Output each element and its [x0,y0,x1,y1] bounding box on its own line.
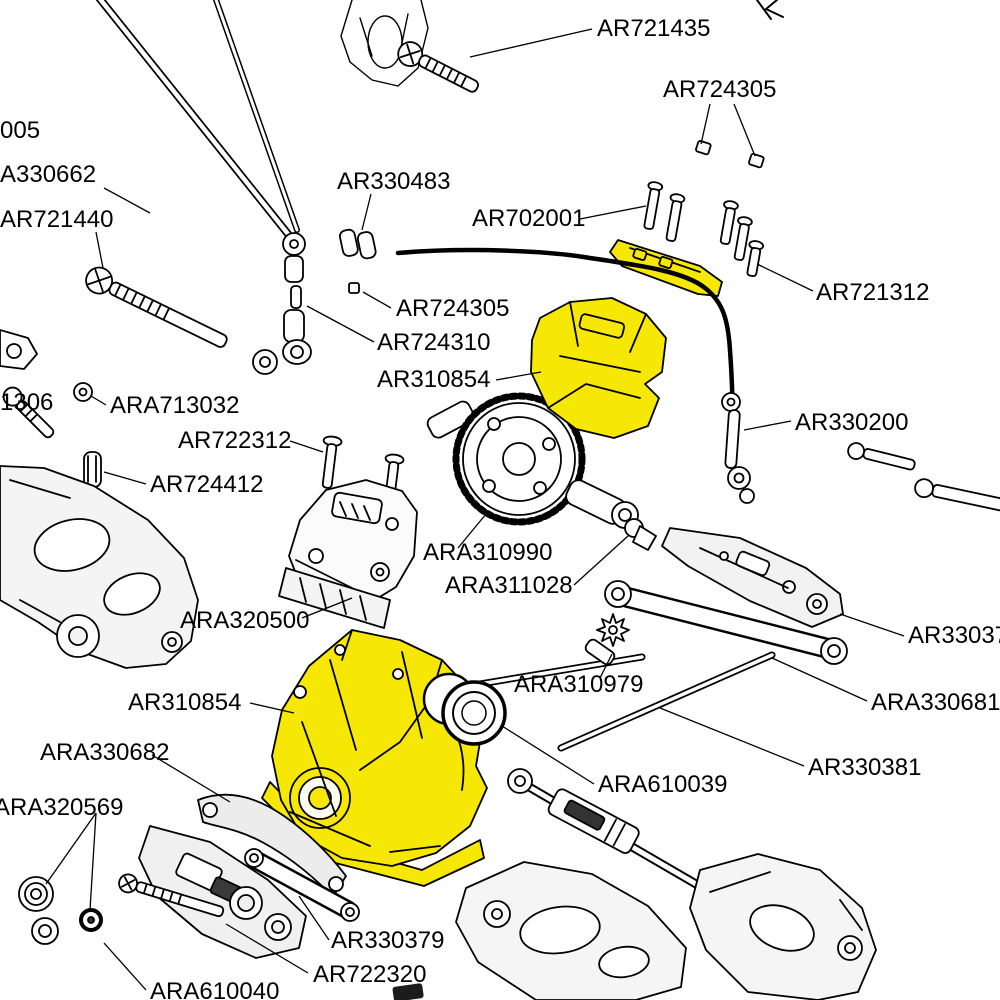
rod-end-stack-drawing [252,232,312,375]
part-label-ar33037-partial: AR33037 [908,622,1000,649]
part-label-ar721312: AR721312 [816,279,929,306]
part-label-ar310854-top: AR310854 [377,366,490,393]
suspension-arm-right-drawing [455,853,877,1000]
part-label-ara320569: ARA320569 [0,794,123,821]
suspension-arm-left-drawing [0,465,199,669]
outdrive-clip-drawing [624,518,657,551]
screw-ar721435-drawing [397,41,479,93]
part-label-a330662-partial: A330662 [0,161,96,188]
chassis-brace-drawing [197,793,347,898]
part-label-ar330200: AR330200 [795,409,908,436]
part-label-ara310990: ARA310990 [423,539,552,566]
screws-right-edge-drawing [847,442,1000,512]
part-label-1306-partial: 1306 [0,389,53,416]
leader-lines [45,28,905,991]
pinion-gear-drawing [584,613,630,666]
part-label-ar702001: AR702001 [472,205,585,232]
roll-bar-link-drawing [721,392,755,504]
part-label-005-partial: 005 [0,117,40,144]
anti-roll-bar-drawing [395,247,735,468]
screw-ar721440-drawing [85,266,228,348]
part-label-ar721435: AR721435 [597,15,710,42]
part-partial-top-right-drawing [756,0,784,20]
part-label-ara310979: ARA310979 [514,671,643,698]
part-label-ar721440: AR721440 [0,206,113,233]
shock-bushings-drawing [18,876,103,945]
chassis-part-partial-drawing [340,0,429,87]
warning-mark [392,983,424,1000]
part-label-ara610039: ARA610039 [598,771,727,798]
camber-link-drawing [604,580,848,665]
part-label-ara320500: ARA320500 [180,607,309,634]
differential-drawing [426,392,639,529]
part-label-ara311028: ARA311028 [445,572,573,599]
part-label-ara713032: ARA713032 [110,392,239,419]
nuts-ar724305-drawing [695,140,765,169]
left-hardware-drawing [0,329,102,488]
part-label-ar330381: AR330381 [808,754,921,781]
hinge-brace-drawing [547,788,640,854]
part-label-ar724412: AR724412 [150,471,263,498]
screws-ar702001-drawing [643,181,765,278]
part-label-ara330682: ARA330682 [40,739,169,766]
part-label-ar330483: AR330483 [337,168,450,195]
part-label-ar724310: AR724310 [377,329,490,356]
arm-mount-drawing [138,825,307,959]
steering-plate-drawing [661,527,844,628]
part-labels: AR721435 AR724305 005 A330662 AR721440 A… [0,15,1000,1000]
part-label-ar722312: AR722312 [178,427,291,454]
part-label-ar724305-mid: AR724305 [396,295,509,322]
pivot-ball-screws-drawing [339,228,377,260]
motor-mount-drawing [278,479,418,629]
part-label-ar330379: AR330379 [331,927,444,954]
nut-ar724305-small-drawing [348,282,360,294]
part-label-ar724305-top: AR724305 [663,76,776,103]
bearing-drawing [422,672,507,746]
shock-shaft-drawing [95,0,300,238]
screw-ar722320-drawing [118,873,225,918]
part-label-ara610040: ARA610040 [150,978,279,1000]
part-label-ara330681: ARA330681 [871,689,1000,716]
gearbox-cover-highlighted-drawing [530,297,667,439]
part-label-ar310854-bottom: AR310854 [128,689,241,716]
part-label-ar722320: AR722320 [313,961,426,988]
pivot-brace-drawing [244,848,360,922]
